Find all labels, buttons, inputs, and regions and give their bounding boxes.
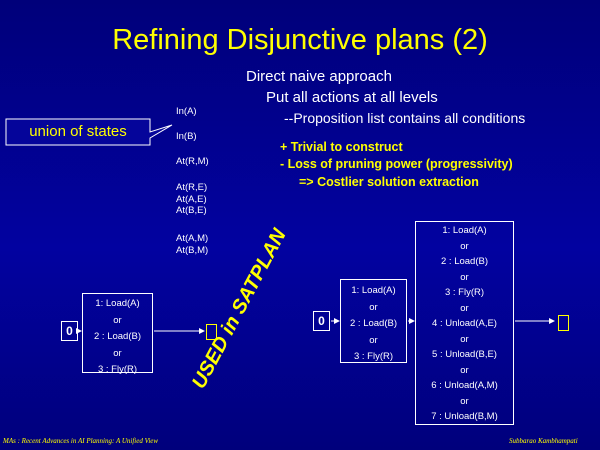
step1-option-3: 3 : Fly(R) <box>353 351 394 362</box>
step2-or-4: or <box>460 333 469 345</box>
left-plan-disjunction: 1: Load(A) or 2 : Load(B) or 3 : Fly(R) <box>82 293 153 375</box>
proposition-at-r-e: At(R,E) <box>176 182 208 193</box>
right-plan-step-2: 1: Load(A) or 2 : Load(B) or 3 : Fly(R) … <box>415 221 514 425</box>
step2-option-3: 3 : Fly(R) <box>444 287 485 298</box>
step2-or-2: or <box>460 271 469 283</box>
step1-or-2: or <box>369 334 378 346</box>
proposition-group-e: At(R,E) At(A,E) At(B,E) <box>176 182 207 217</box>
union-label: union of states <box>29 123 127 140</box>
right-plan-start: 0 <box>313 311 330 331</box>
left-plan-end-icon <box>206 324 217 340</box>
left-or-1: or <box>113 314 122 326</box>
proposition-group-m: At(A,M) At(B,M) <box>176 233 208 256</box>
step1-option-1: 1: Load(A) <box>351 285 396 296</box>
footer-left: MAs : Recent Advances in AI Planning: A … <box>3 437 159 445</box>
step2-or-3: or <box>460 302 469 314</box>
left-or-2: or <box>113 347 122 359</box>
proposition-at-a-e: At(A,E) <box>176 193 207 205</box>
step2-or-6: or <box>460 395 469 407</box>
proposition-at-r-m: At(R,M) <box>176 156 209 167</box>
proposition-at-b-m: At(B,M) <box>176 244 209 256</box>
proposition-at-b-e: At(B,E) <box>176 205 207 216</box>
left-option-2: 2 : Load(B) <box>94 331 141 342</box>
step2-or-1: or <box>460 240 469 252</box>
tradeoff-implication: => Costlier solution extraction <box>299 175 479 189</box>
step2-or-5: or <box>460 364 469 376</box>
right-plan-step-1: 1: Load(A) or 2 : Load(B) or 3 : Fly(R) <box>340 279 407 363</box>
tradeoff-plus: + Trivial to construct <box>280 140 403 154</box>
bullet-line-2: --Proposition list contains all conditio… <box>284 110 526 126</box>
step2-option-4: 4 : Unload(A,E) <box>432 318 497 329</box>
slide-title: Refining Disjunctive plans (2) <box>112 24 488 56</box>
step2-option-5: 5 : Unload(B,E) <box>432 349 497 360</box>
step2-option-6: 6 : Unload(A,M) <box>431 380 498 391</box>
bullet-line-1: Put all actions at all levels <box>266 89 438 106</box>
left-option-3: 3 : Fly(R) <box>97 364 138 375</box>
step1-or-1: or <box>369 301 378 313</box>
bullet-heading: Direct naive approach <box>246 68 392 85</box>
proposition-in-a: In(A) <box>176 106 197 117</box>
left-option-1: 1: Load(A) <box>95 298 140 309</box>
step1-option-2: 2 : Load(B) <box>350 318 397 329</box>
step2-option-1: 1: Load(A) <box>442 225 487 236</box>
proposition-at-a-m: At(A,M) <box>176 233 209 244</box>
tradeoff-minus: - Loss of pruning power (progressivity) <box>280 157 513 171</box>
step2-option-7: 7 : Unload(B,M) <box>431 411 498 422</box>
footer-right: Subbarao Kambhampati <box>509 437 578 445</box>
step2-option-2: 2 : Load(B) <box>441 256 488 267</box>
proposition-in-b: In(B) <box>176 131 197 142</box>
right-plan-end-icon <box>558 315 569 331</box>
